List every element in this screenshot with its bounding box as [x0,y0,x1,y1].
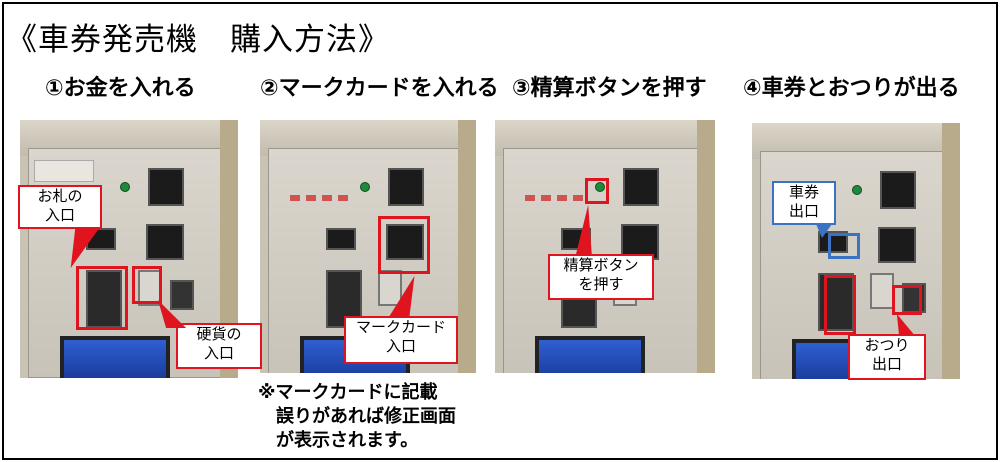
page-title: 《車券発売機 購入方法》 [6,22,390,58]
bill-slot-callout: お札の 入口 [18,185,102,229]
change-exit-callout-line1: おつり [864,336,910,354]
machine-labels [525,195,585,201]
settle-button-callout: 精算ボタン を押す [548,254,654,300]
ticket-slot [388,168,424,206]
machine-side [458,120,476,373]
markcard-slot-callout-line2: 入口 [385,337,416,355]
machine-side [220,120,238,378]
machine-labels [290,195,350,201]
change-exit-highlight [892,285,922,315]
bill-slot-callout-line2: 入口 [44,206,75,224]
settle-button-callout-line2: を押す [578,275,624,293]
settle-button [852,185,862,195]
coin-slot [378,270,402,306]
machine-panel [34,160,94,182]
bill-slot-callout-line1: お札の [37,187,83,205]
step-4-label: ④車券とおつりが出る [743,76,960,101]
change-exit-callout: おつり 出口 [848,334,926,380]
ticket-exit-callout-line1: 車券 [788,183,819,201]
settle-button [120,182,130,192]
coin-slot-callout-line1: 硬貨の [196,325,242,343]
markcard-note: ※マークカードに記載 誤りがあれば修正画面 が表示されます。 [258,381,456,453]
coin-slot-callout-line2: 入口 [203,344,234,362]
ticket-slot [880,171,916,209]
markcard-slot [386,224,424,260]
change-exit-callout-line2: 出口 [871,355,902,373]
ticket-slot [623,168,659,206]
ticket-exit-callout: 車券 出口 [772,181,836,225]
bill-slot-highlight [76,266,128,330]
change-tray [170,280,194,310]
machine-side [942,123,960,379]
change-exit [902,283,926,313]
note-line-3: が表示されます。 [258,430,419,451]
card-slot [146,224,184,260]
ticket-exit-callout-tail [816,224,832,238]
step-3-label: ③精算ボタンを押す [512,76,707,101]
bill-exit-highlight [824,275,856,335]
ticket-exit-highlight [828,233,860,259]
ticket-exit-callout-line2: 出口 [788,202,819,220]
ticket-slot [148,168,184,206]
coin-slot-highlight [132,266,162,304]
card-slot [878,227,916,263]
bill-slot [86,270,122,328]
touch-screen [535,336,645,373]
coin-slot-callout: 硬貨の 入口 [176,323,262,369]
note-line-1: ※マークカードに記載 [258,382,438,403]
markcard-slot-callout: マークカード 入口 [344,316,458,364]
note-line-2: 誤りがあれば修正画面 [258,406,456,427]
small-slot [561,228,591,250]
settle-button [595,182,605,192]
markcard-slot-highlight [378,216,430,274]
settle-button-highlight [585,178,609,204]
markcard-slot-callout-line1: マークカード [355,318,446,336]
small-slot [326,228,356,250]
step-2-label: ②マークカードを入れる [260,76,499,101]
small-slot [86,228,116,250]
machine-side [697,120,715,373]
coin-slot [870,273,894,309]
settle-button-callout-line1: 精算ボタン [563,256,639,274]
settle-button [360,182,370,192]
touch-screen [60,336,170,378]
step-3-machine-photo [495,120,715,373]
step-1-label: ①お金を入れる [45,76,196,101]
